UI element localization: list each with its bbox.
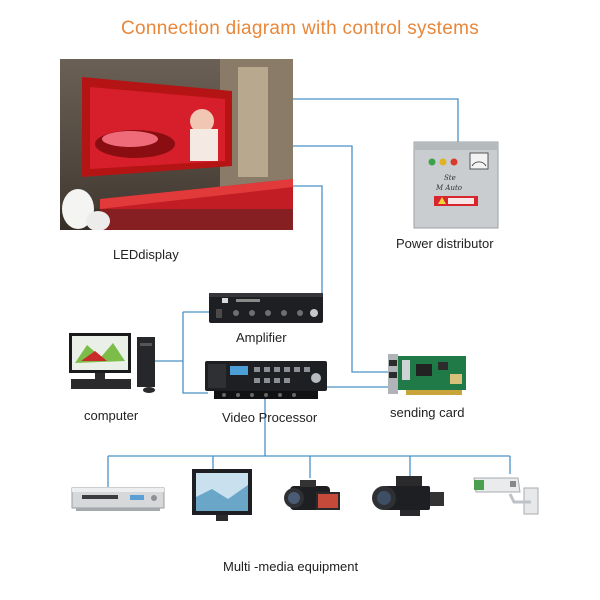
computer-label: computer	[84, 408, 139, 423]
sending-card-label: sending card	[390, 405, 465, 420]
monitor-icon	[192, 469, 252, 521]
broadcast-camera-icon	[372, 476, 444, 516]
camcorder-icon	[284, 480, 340, 510]
dvd-player-icon	[71, 487, 165, 511]
video-processor-icon	[205, 361, 327, 399]
svg-text:M Auto: M Auto	[435, 184, 462, 192]
svg-text:Ste: Ste	[444, 174, 456, 182]
amplifier-icon	[209, 293, 323, 323]
electrical-cabinet-icon: Ste M Auto	[413, 141, 499, 229]
multimedia-label: Multi -media equipment	[223, 559, 359, 574]
desktop-computer-icon	[69, 333, 155, 393]
cctv-camera-icon	[473, 477, 539, 515]
led-display-image	[60, 59, 293, 230]
power-distributor-label: Power distributor	[396, 236, 494, 251]
led-display-label: LEDdisplay	[113, 247, 179, 262]
sending-card-icon	[388, 354, 466, 395]
video-processor-label: Video Processor	[222, 410, 318, 425]
diagram-title: Connection diagram with control systems	[120, 18, 480, 39]
amplifier-label: Amplifier	[236, 330, 287, 345]
